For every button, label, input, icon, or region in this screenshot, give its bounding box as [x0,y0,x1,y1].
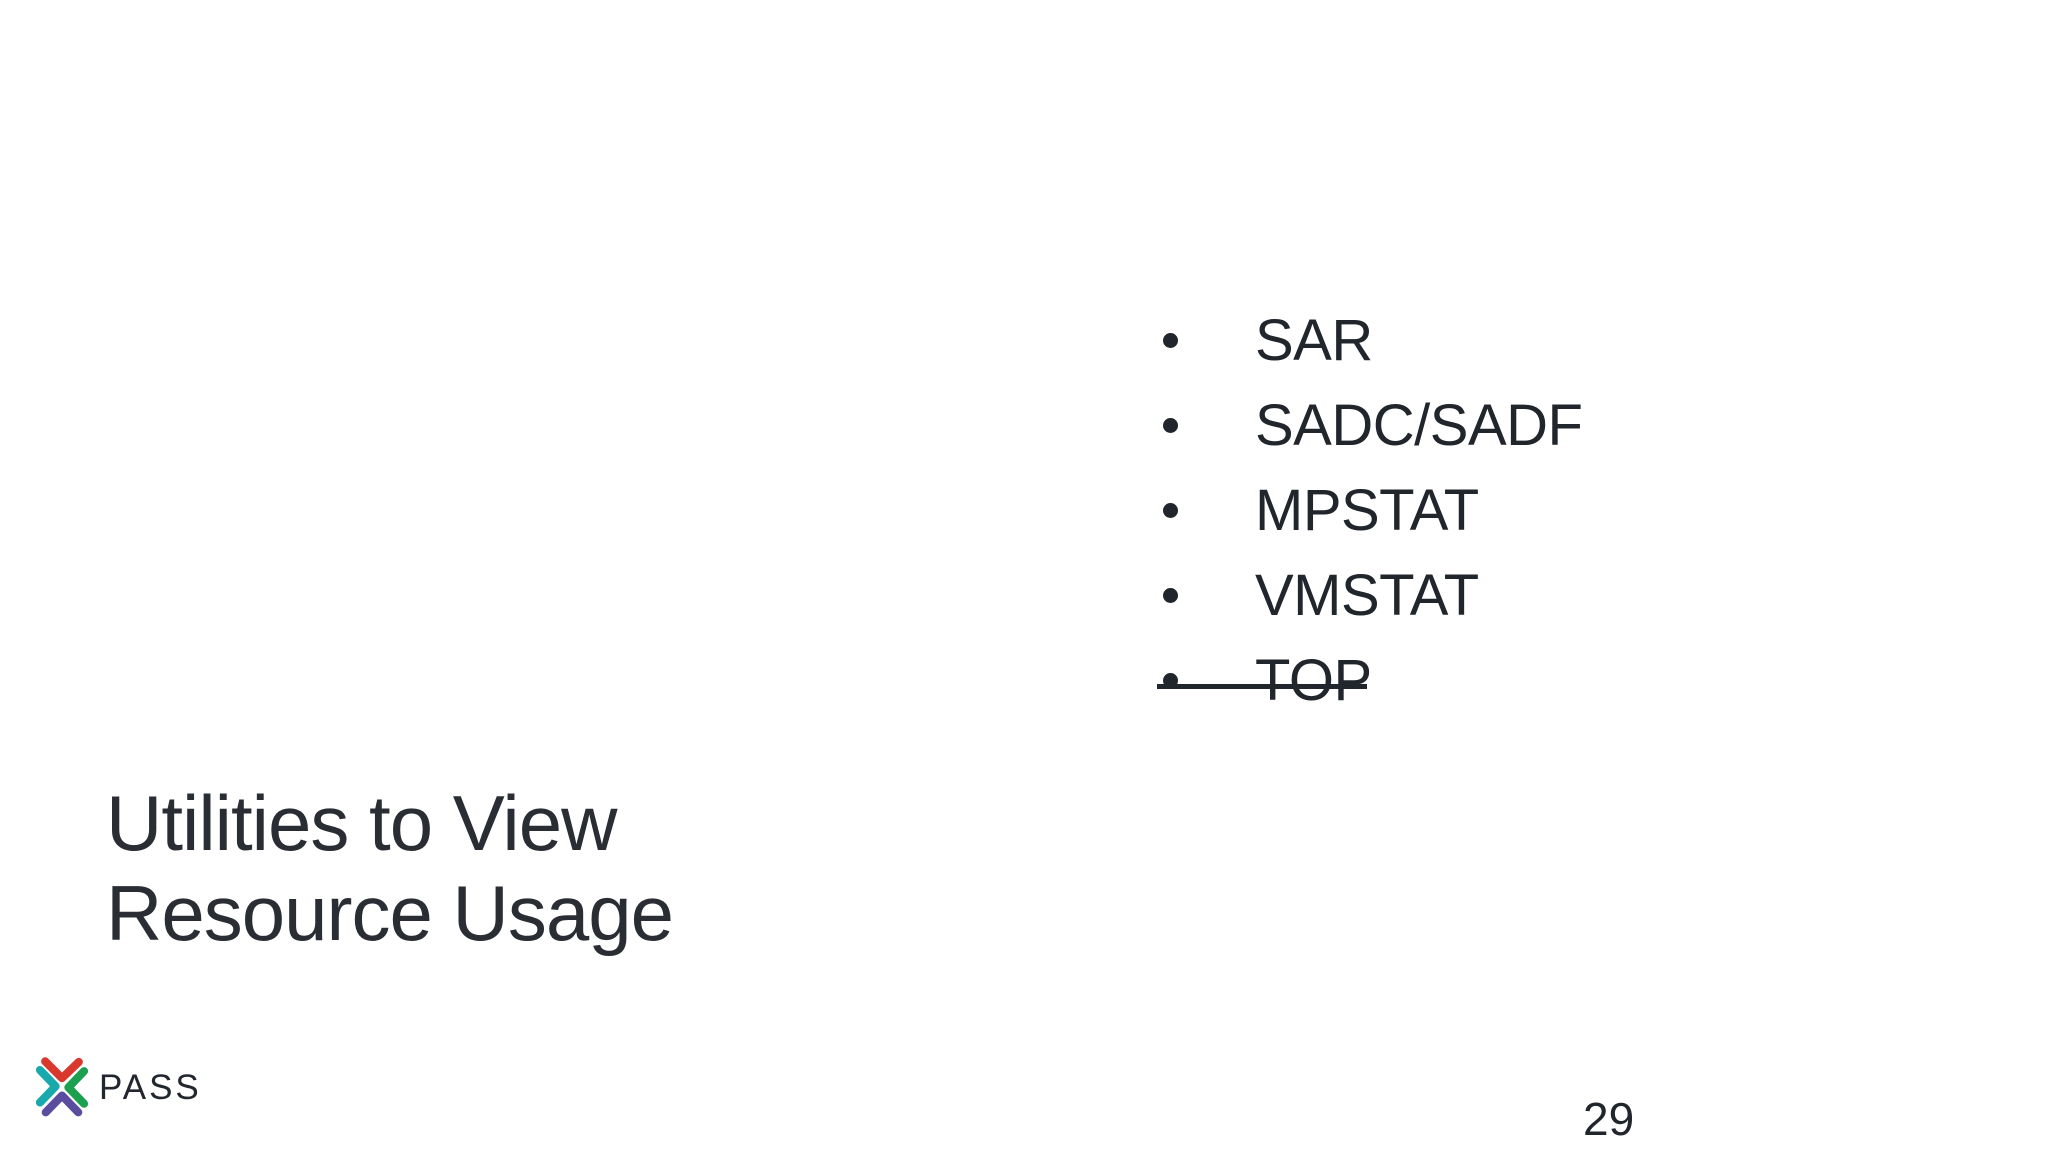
logo-chevron-top [41,1057,83,1083]
list-item-label: VMSTAT [1255,563,1479,628]
list-item-label: SAR [1255,308,1373,373]
utilities-bullet-list: SAR SADC/SADF MPSTAT VMSTAT TOP [1157,298,1583,723]
pass-logo-text: PASS [99,1068,202,1107]
page-title-line-2: Resource Usage [106,869,674,957]
page-title-line-1: Utilities to View [106,779,617,867]
list-item-sar: SAR [1157,298,1582,383]
list-item-label: TOP [1255,648,1372,713]
page-number: 29 [1583,1093,1635,1145]
strikethrough-line [1157,684,1367,689]
page-title: Utilities to View Resource Usage [106,778,674,958]
bullet-icon [1163,503,1178,518]
list-item-mpstat: MPSTAT [1157,468,1582,553]
pass-logo: PASS [33,1054,202,1122]
list-item-label: SADC/SADF [1255,393,1583,458]
list-item-label: MPSTAT [1255,478,1479,543]
list-item-top: TOP [1157,638,1582,723]
logo-chevron-right [64,1067,89,1108]
pass-logo-mark-icon [35,1057,89,1117]
list-item-sadc-sadf: SADC/SADF [1157,383,1583,468]
list-item-vmstat: VMSTAT [1157,553,1582,638]
bullet-icon [1163,333,1178,348]
logo-chevron-bottom [41,1091,83,1117]
bullet-icon [1163,418,1178,433]
bullet-icon [1163,588,1178,603]
logo-chevron-left [35,1065,60,1107]
